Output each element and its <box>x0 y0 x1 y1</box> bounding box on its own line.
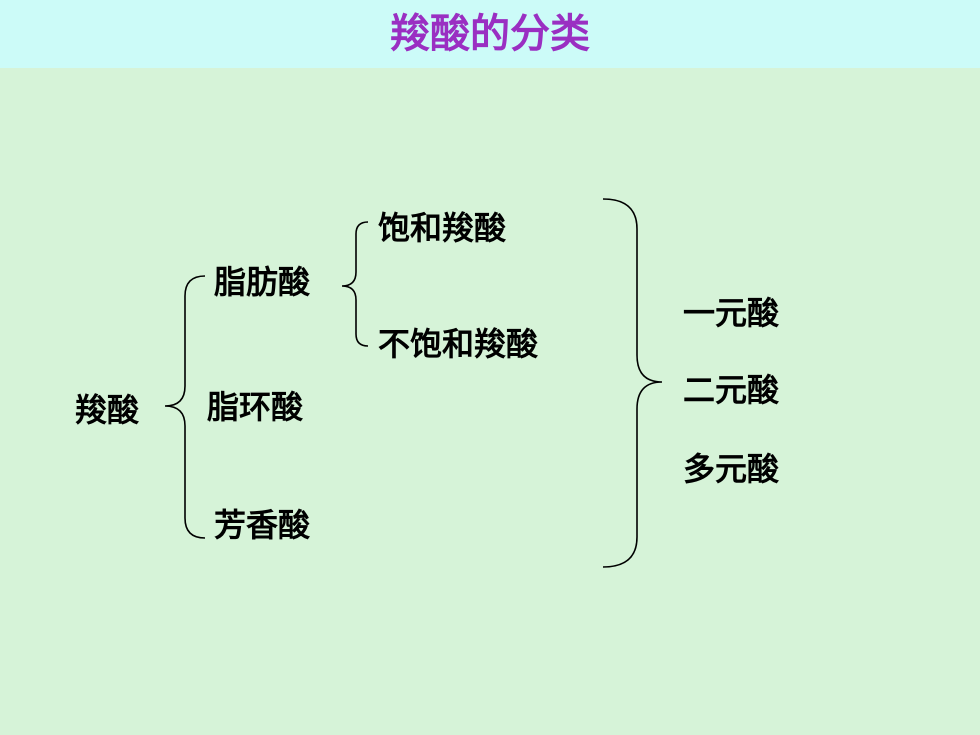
fatty-acid-brace <box>341 221 369 347</box>
node-carboxylic-acid: 羧酸 <box>75 391 140 429</box>
node-dibasic-acid: 二元酸 <box>683 371 780 409</box>
root-brace <box>164 275 206 539</box>
carboxyl-count-brace <box>602 198 663 568</box>
node-unsaturated-acid: 不饱和羧酸 <box>378 325 539 363</box>
node-aromatic-acid: 芳香酸 <box>214 506 311 544</box>
node-fatty-acid: 脂肪酸 <box>214 263 311 301</box>
node-alicyclic-acid: 脂环酸 <box>207 388 304 426</box>
node-saturated-acid: 饱和羧酸 <box>378 209 507 247</box>
node-polybasic-acid: 多元酸 <box>683 450 780 488</box>
slide-title: 羧酸的分类 <box>390 11 590 57</box>
node-monobasic-acid: 一元酸 <box>683 294 780 332</box>
title-bar <box>0 0 980 68</box>
